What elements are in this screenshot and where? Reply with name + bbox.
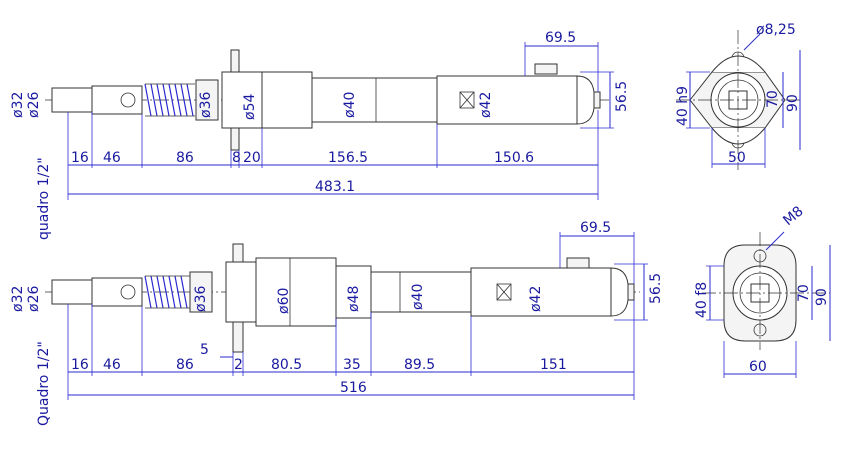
dim-d32-b: ø32 [10,286,26,312]
drive-shaft-2 [91,277,143,307]
dim-d42-b: ø42 [528,286,544,312]
len-89-5: 89.5 [404,357,435,373]
flange-width-2: 60 [749,359,767,375]
nut-2 [189,271,213,313]
spring [144,83,195,117]
total-length-bottom: 516 [340,380,367,396]
connector [593,91,601,109]
len-86-b: 86 [176,357,194,373]
dim-d26-b: ø26 [26,286,42,312]
flange-inner-2: 70 [796,284,812,302]
dim-d48: ø48 [346,286,362,312]
bottom-length-dims [67,300,635,400]
flange-hub [221,71,263,129]
connector-2 [627,283,635,301]
dim-d36-b: ø36 [193,286,209,312]
square-drive-label-2: Quadro 1/2" [36,341,52,426]
len-16: 16 [71,150,89,166]
len-46-b: 46 [103,357,121,373]
end-cap [576,75,595,125]
main-tube-2 [255,257,337,327]
top-flange-view [676,30,801,170]
hole-dia-label: ø8,25 [756,22,796,38]
fitting [534,63,558,75]
flange-outer: 90 [785,94,801,112]
dim-d42: ø42 [478,92,494,118]
flange-hub-2 [225,261,257,323]
pin-hole-2 [120,284,136,300]
total-length-top: 483.1 [315,179,355,195]
flange-width: 50 [728,150,746,166]
dim-d36: ø36 [198,92,214,118]
flange-inner: 70 [765,90,781,108]
spring-2 [144,275,190,309]
dim-d40: ø40 [342,92,358,118]
nut [195,79,219,121]
motor-housing [436,75,578,125]
len-86: 86 [176,150,194,166]
barrel-2 [370,271,472,313]
motor-housing-2 [470,267,612,317]
dim-d32: ø32 [10,92,26,118]
barrel [311,77,438,123]
len-46: 46 [103,150,121,166]
thread-label: M8 [780,203,806,229]
fitting-offset-top: 69.5 [545,30,576,46]
square-drive-label: quadro 1/2" [36,157,52,240]
len-35: 35 [343,357,361,373]
len-20: 20 [243,150,261,166]
bottom-flange-view [702,231,831,378]
height-top: 56.5 [614,81,630,112]
flange-outer-2: 90 [814,288,830,306]
flange-height-tol: 40 h9 [675,86,691,126]
dim-d40-b: ø40 [410,284,426,310]
pin-hole [120,92,136,108]
drive-shaft [91,85,143,115]
square-drive-stub [51,87,93,113]
fitting-offset-bottom: 69.5 [580,220,611,236]
len-16-b: 16 [71,357,89,373]
wrench-flat [459,91,475,109]
len-150-6: 150.6 [494,150,534,166]
end-cap-2 [610,267,629,317]
fitting-2 [566,257,590,269]
dim-d26: ø26 [26,92,42,118]
len-156-5: 156.5 [328,150,368,166]
dim-d60: ø60 [276,288,292,314]
main-tube [261,71,313,129]
top-length-dims [67,110,599,200]
len-151: 151 [540,357,567,373]
flange-thickness: 5 [200,342,209,358]
len-8: 8 [232,150,241,166]
top-actuator [45,49,610,151]
height-bottom: 56.5 [648,273,664,304]
len-80-5: 80.5 [271,357,302,373]
square-drive-stub-2 [51,279,93,305]
len-2-b: 2 [234,357,243,373]
dim-d54: ø54 [242,94,258,120]
bottom-actuator [45,243,640,353]
flange-height-tol-2: 40 f8 [694,282,710,318]
